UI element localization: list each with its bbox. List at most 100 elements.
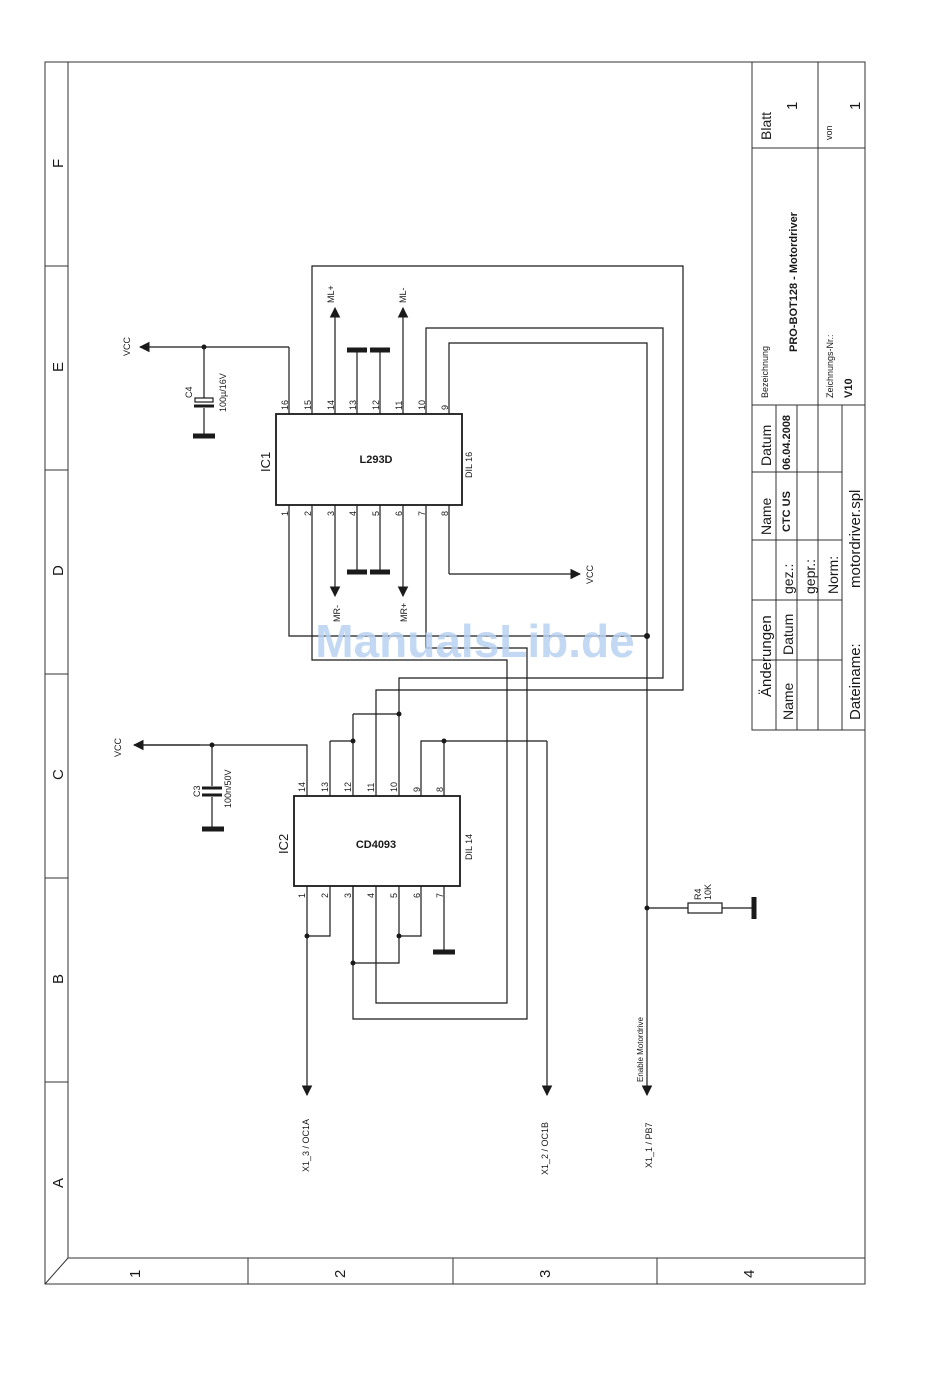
ml-minus-label: ML-: [398, 287, 408, 303]
c3-ref: C3: [192, 785, 202, 797]
von-label: von: [824, 125, 834, 140]
pin-number: 15: [303, 400, 313, 410]
name-header: Name: [758, 497, 774, 535]
pin-number: 5: [371, 511, 381, 516]
ic2-package: DIL 14: [464, 834, 474, 860]
pin-number: 7: [417, 511, 427, 516]
zeichnungs-label: Zeichnungs-Nr.:: [825, 334, 835, 398]
name-value: CTC US: [781, 491, 793, 532]
watermark: ManualsLib.de: [315, 615, 634, 667]
dateiname-value: motordriver.spl: [847, 490, 864, 588]
pin-number: 3: [343, 893, 353, 898]
pin-number: 8: [440, 511, 450, 516]
net-labels: VCC VCC VCC ML+ ML- MR- MR+ X1_3 / OC1A …: [113, 285, 654, 1175]
component-labels: C4 100µ/16V C3 100n/50V: [184, 373, 233, 808]
col-number: 2: [332, 1270, 349, 1278]
ic1-ref: IC1: [258, 452, 273, 472]
pin-number: 1: [297, 893, 307, 898]
datum-value: 06.04.2008: [781, 415, 793, 470]
row-letter: B: [50, 974, 67, 984]
pin-number: 2: [320, 893, 330, 898]
pin-number: 3: [326, 511, 336, 516]
pin-number: 9: [440, 405, 450, 410]
row-letter: E: [50, 362, 67, 372]
r4-ref: R4: [693, 888, 703, 900]
vcc-label: VCC: [122, 336, 132, 356]
c4-value: 100µ/16V: [218, 373, 228, 412]
name-column-label: Name: [780, 682, 796, 720]
pb7-label: X1_1 / PB7: [644, 1122, 654, 1168]
ic2-ref: IC2: [276, 834, 291, 854]
pin-number: 14: [326, 400, 336, 410]
pin-number: 12: [343, 782, 353, 792]
pin-number: 5: [389, 893, 399, 898]
ic1-wiring: [138, 265, 684, 1097]
c3-value: 100n/50V: [223, 769, 233, 808]
title-block-text: Änderungen Name Datum Name Datum gez.: g…: [758, 102, 864, 720]
c4-ref: C4: [184, 386, 194, 398]
ic1-pin-numbers-top: 16 15 14 13 12 11 10 9: [280, 400, 450, 410]
row-letter: D: [50, 565, 67, 576]
vcc-label: VCC: [585, 564, 595, 584]
vcc-label: VCC: [113, 737, 123, 757]
blatt-value: 1: [784, 102, 801, 110]
pin-number: 4: [348, 511, 358, 516]
aenderungen-label: Änderungen: [758, 615, 775, 697]
pin-number: 12: [371, 400, 381, 410]
pin-number: 13: [320, 782, 330, 792]
c4-capacitor-plate: [194, 397, 214, 403]
col-number: 4: [741, 1270, 758, 1278]
bezeichnung-label: Bezeichnung: [760, 346, 770, 398]
ic1-l293d: L293D IC1 DIL 16 16 15 14 13 12 11 10 9 …: [258, 400, 474, 516]
datum-header: Datum: [758, 425, 774, 466]
ic2-cd4093: CD4093 IC2 DIL 14 14 13 12 11 10 9 8 1 2…: [276, 782, 474, 898]
zeichnungs-value: V10: [843, 378, 855, 398]
ic1-part: L293D: [359, 454, 392, 466]
row-letter: F: [50, 159, 67, 168]
gepr-label: gepr.:: [802, 559, 818, 594]
title-block: [751, 61, 866, 731]
pin-number: 14: [297, 782, 307, 792]
ic1-pin-numbers-bottom: 1 2 3 4 5 6 7 8: [280, 511, 450, 516]
von-value: 1: [847, 102, 864, 110]
mr-minus-label: MR-: [332, 605, 342, 622]
oc1a-label: X1_3 / OC1A: [301, 1119, 311, 1172]
ic2-part: CD4093: [356, 839, 396, 851]
pin-number: 10: [389, 782, 399, 792]
r4-resistor: R4 10K: [644, 884, 757, 919]
gez-label: gez.:: [780, 564, 796, 594]
ml-plus-label: ML+: [326, 285, 336, 303]
mr-plus-label: MR+: [399, 603, 409, 622]
pin-number: 11: [366, 783, 376, 792]
pin-number: 6: [394, 511, 404, 516]
pin-number: 9: [412, 787, 422, 792]
dateiname-label: Dateiname:: [847, 643, 864, 720]
row-letters: A B C D E F: [50, 159, 67, 1188]
r4-value: 10K: [703, 884, 713, 900]
pin-number: 4: [366, 893, 376, 898]
col-number: 1: [127, 1270, 144, 1278]
norm-label: Norm:: [825, 556, 841, 594]
drawing-frame: [44, 61, 866, 1285]
row-letter: A: [50, 1178, 67, 1188]
ic1-package: DIL 16: [464, 452, 474, 478]
ic2-wiring: [132, 711, 553, 1097]
enable-label: Enable Motordrive: [636, 1017, 645, 1082]
col-numbers: 1 2 3 4: [127, 1270, 758, 1278]
blatt-label: Blatt: [758, 112, 774, 140]
pin-number: 6: [412, 893, 422, 898]
ic2-pin-numbers-top: 14 13 12 11 10 9 8: [297, 782, 445, 792]
pin-number: 8: [435, 787, 445, 792]
pin-number: 10: [417, 400, 427, 410]
bezeichnung-value: PRO-BOT128 - Motordriver: [788, 211, 800, 352]
datum-column-label: Datum: [780, 614, 796, 655]
pin-number: 11: [394, 401, 404, 410]
row-letter: C: [50, 769, 67, 780]
pin-number: 2: [303, 511, 313, 516]
pin-number: 1: [280, 511, 290, 516]
pin-number: 16: [280, 400, 290, 410]
oc1b-label: X1_2 / OC1B: [540, 1122, 550, 1175]
ic2-pin-numbers-bottom: 1 2 3 4 5 6 7: [297, 893, 445, 898]
pin-number: 13: [348, 400, 358, 410]
